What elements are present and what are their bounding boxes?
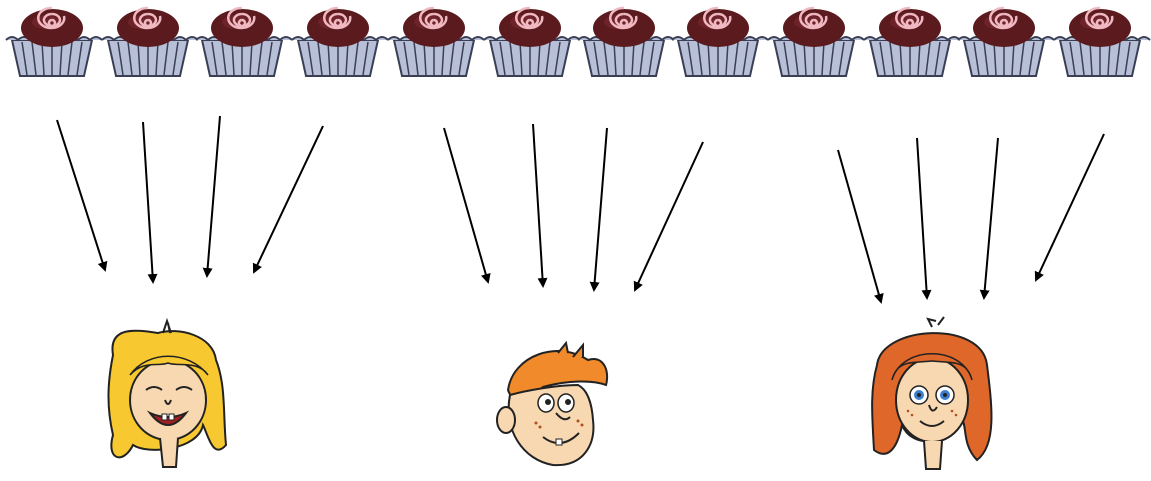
chocolate-truffle-icon [292,8,388,76]
arrow [207,116,220,276]
chocolate-truffle-icon [102,8,198,76]
arrow [917,138,927,298]
chocolate-truffle-icon [484,8,580,76]
arrow [838,150,881,302]
chocolate-truffle-icon [196,8,292,76]
chocolate-truffle-icon [6,8,102,76]
blonde-girl-face-icon [108,321,226,467]
arrow [594,128,607,290]
arrow [533,124,543,286]
arrow [635,142,703,290]
redhead-boy-face-icon [497,343,607,465]
arrows [57,116,1104,302]
redhead-girl-face-icon [872,317,991,469]
arrow [143,122,153,282]
chocolate-truffle-icon [388,8,484,76]
chocolate-truffle-icon [958,8,1054,76]
candy-row [6,8,1150,76]
arrow [57,120,105,270]
arrow [1036,134,1104,280]
chocolate-truffle-icon [672,8,768,76]
arrow [254,126,323,272]
arrow [444,128,488,282]
chocolate-truffle-icon [768,8,864,76]
chocolate-truffle-icon [578,8,674,76]
chocolate-truffle-icon [864,8,960,76]
chocolate-truffle-icon [1054,8,1150,76]
arrow [984,138,998,298]
